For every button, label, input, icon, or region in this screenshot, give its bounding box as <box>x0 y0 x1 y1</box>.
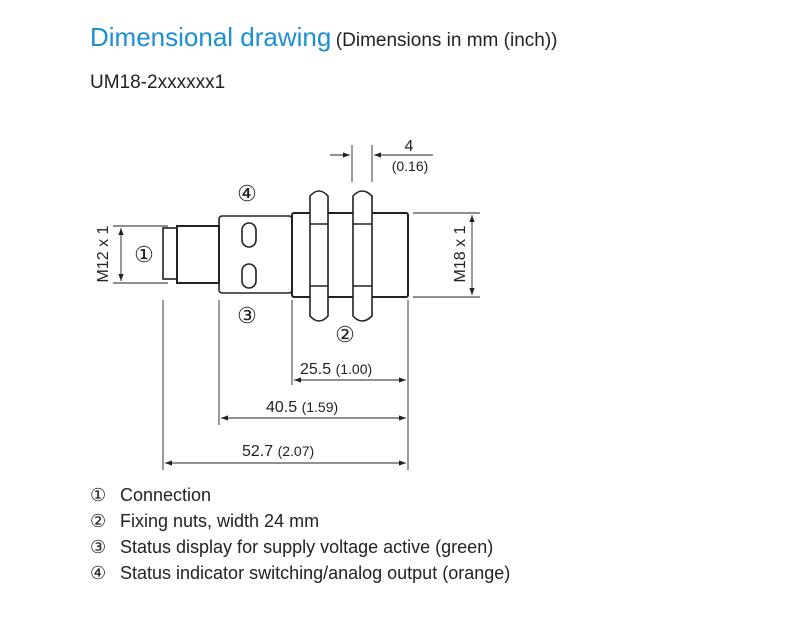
legend-num: ② <box>90 511 107 531</box>
legend-item: ① Connection <box>90 482 510 508</box>
nut-thickness: 4 <box>405 138 414 155</box>
legend-num: ③ <box>90 537 107 557</box>
connector-tip <box>162 227 178 280</box>
nut-thickness-inch: (0.16) <box>392 158 429 174</box>
m18-label: M18 x 1 <box>452 225 469 282</box>
model-name: UM18-2xxxxxx1 <box>90 72 226 93</box>
callout-3: ③ <box>237 303 257 328</box>
legend-num: ④ <box>90 563 107 583</box>
legend-text: Fixing nuts, width 24 mm <box>120 511 320 531</box>
led-4 <box>241 222 257 248</box>
fixing-nut-2 <box>352 190 373 322</box>
callout-2: ② <box>335 322 355 347</box>
legend-text: Status display for supply voltage active… <box>120 537 494 557</box>
threaded-body <box>291 212 409 298</box>
legend-item: ④ Status indicator switching/analog outpu… <box>90 560 510 586</box>
m12-label: M12 x 1 <box>95 225 112 282</box>
title-main: Dimensional drawing <box>90 22 332 52</box>
title-subtitle: (Dimensions in mm (inch)) <box>335 30 558 51</box>
legend-num: ① <box>90 485 107 505</box>
connector-thread <box>176 225 220 284</box>
page-title: Dimensional drawing (Dimensions in mm (i… <box>90 22 558 53</box>
callout-4: ④ <box>237 181 257 206</box>
legend-text: Status indicator switching/analog output… <box>120 563 511 583</box>
dim-25-5: 25.5 (1.00) <box>300 361 372 378</box>
legend-item: ② Fixing nuts, width 24 mm <box>90 508 510 534</box>
dim-40-5: 40.5 (1.59) <box>266 399 338 416</box>
callout-1: ① <box>134 242 154 267</box>
legend-text: Connection <box>120 485 212 505</box>
legend-item: ③ Status display for supply voltage activ… <box>90 534 510 560</box>
fixing-nut-1 <box>309 190 329 322</box>
dim-52-7: 52.7 (2.07) <box>242 443 314 460</box>
led-3 <box>241 263 257 289</box>
